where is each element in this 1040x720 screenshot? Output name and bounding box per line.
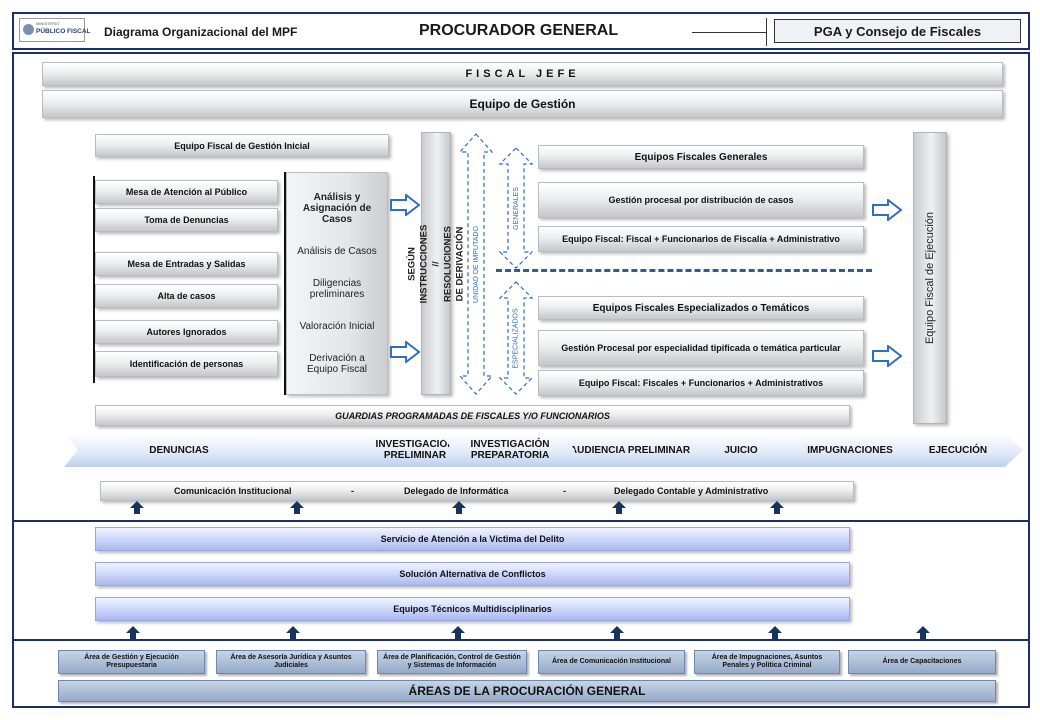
autores-ignorados: Autores Ignorados bbox=[95, 320, 278, 344]
unidad-imputado-label: UNIDAD DE IMPUTADO bbox=[472, 225, 480, 303]
especializados-label: ESPECIALIZADOS bbox=[512, 307, 520, 369]
header-connector-line bbox=[692, 32, 766, 33]
header-frame bbox=[12, 12, 1030, 50]
section-divider-dashed bbox=[496, 269, 872, 272]
arrow-right-icon bbox=[390, 341, 420, 363]
logo-small-text: MINISTERIO bbox=[36, 21, 60, 26]
generales-row2: Equipo Fiscal: Fiscal + Funcionarios de … bbox=[538, 226, 864, 252]
stage-denuncias: DENUNCIAS bbox=[64, 433, 294, 467]
identificacion-personas: Identificación de personas bbox=[95, 351, 278, 377]
area-gestion-presupuestaria: Área de Gestión y Ejecución Presupuestar… bbox=[58, 650, 205, 674]
stage-investigacion-preparatoria: INVESTIGACIÓN PREPARATORIA bbox=[437, 433, 583, 467]
guardias-bar: GUARDIAS PROGRAMADAS DE FISCALES Y/O FUN… bbox=[95, 405, 850, 426]
mesa-atencion: Mesa de Atención al Público bbox=[95, 180, 278, 204]
areas-title-bar: ÁREAS DE LA PROCURACIÓN GENERAL bbox=[58, 680, 996, 702]
up-arrow-icon bbox=[451, 626, 465, 639]
delegado-informatica: Delegado de Informática bbox=[404, 486, 509, 496]
fiscal-jefe-bar: FISCAL JEFE bbox=[42, 62, 1003, 86]
especializados-row2: Equipo Fiscal: Fiscales + Funcionarios +… bbox=[538, 370, 864, 396]
up-arrow-icon bbox=[126, 626, 140, 639]
arrow-right-icon bbox=[872, 345, 902, 367]
area-asesoria-juridica: Área de Asesoría Jurídica y Asuntos Judi… bbox=[216, 650, 366, 674]
ejecucion-vertical-label: Equipo Fiscal de Ejecución bbox=[924, 211, 937, 345]
up-arrow-icon bbox=[916, 626, 930, 639]
areas-frame bbox=[12, 639, 1030, 708]
gestion-inicial-title: Equipo Fiscal de Gestión Inicial bbox=[95, 134, 389, 157]
generales-label: GENERALES bbox=[512, 186, 520, 230]
comunicacion-institucional: Comunicación Institucional bbox=[174, 486, 292, 496]
up-arrow-icon bbox=[770, 501, 784, 514]
mesa-entradas: Mesa de Entradas y Salidas bbox=[95, 252, 278, 276]
arrow-right-icon bbox=[390, 194, 420, 216]
up-arrow-icon bbox=[610, 626, 624, 639]
derivacion-label: SEGÚN INSTRUCCIONES // RESOLUCIONES DE D… bbox=[406, 224, 466, 303]
analisis-left-line bbox=[284, 172, 286, 395]
arrow-right-icon bbox=[872, 199, 902, 221]
unidad-imputado-arrow-icon bbox=[458, 133, 494, 395]
area-comunicacion: Área de Comunicación Institucional bbox=[538, 650, 685, 674]
inicial-left-line bbox=[93, 176, 95, 383]
stage-impugnaciones: IMPUGNACIONES bbox=[782, 433, 918, 467]
toma-denuncias: Toma de Denuncias bbox=[95, 208, 278, 232]
delegado-contable: Delegado Contable y Administrativo bbox=[614, 486, 769, 496]
diligencias-preliminares: Diligencias preliminares bbox=[309, 277, 365, 300]
up-arrow-icon bbox=[290, 501, 304, 514]
comunicacion-bar: Comunicación Institucional - Delegado de… bbox=[100, 481, 854, 501]
stage-audiencia-preliminar: AUDIENCIA PRELIMINAR bbox=[558, 433, 702, 467]
logo-main-text: PÚBLICO FISCAL bbox=[36, 28, 91, 35]
especializados-arrow-icon bbox=[498, 281, 534, 395]
logo-seal-icon bbox=[23, 24, 34, 35]
pga-label: PGA y Consejo de Fiscales bbox=[813, 23, 982, 39]
stage-ejecucion: EJECUCIÓN bbox=[893, 433, 1023, 467]
analisis-stack: Análisis y Asignación de Casos Análisis … bbox=[286, 172, 388, 395]
stage-juicio: JUICIO bbox=[679, 433, 803, 467]
logo: MINISTERIO PÚBLICO FISCAL bbox=[19, 18, 91, 42]
derivacion-vertical: SEGÚN INSTRUCCIONES // RESOLUCIONES DE D… bbox=[406, 132, 465, 395]
separator: - bbox=[563, 486, 566, 496]
especializados-title: Equipos Fiscales Especializados o Temáti… bbox=[538, 296, 864, 320]
valoracion-inicial: Valoración Inicial bbox=[299, 321, 375, 333]
up-arrow-icon bbox=[452, 501, 466, 514]
solucion-alternativa: Solución Alternativa de Conflictos bbox=[95, 562, 850, 586]
area-capacitaciones: Área de Capacitaciones bbox=[848, 650, 996, 674]
analisis-asignacion: Análisis y Asignación de Casos bbox=[302, 191, 372, 225]
header-title: PROCURADOR GENERAL bbox=[419, 22, 619, 39]
area-impugnaciones: Área de Impugnaciones, Asuntos Penales y… bbox=[694, 650, 840, 674]
header-subtitle: Diagrama Organizacional del MPF bbox=[104, 25, 298, 39]
stage-investigacion-preliminar: INVESTIGACIÓN PRELIMINAR bbox=[270, 433, 460, 467]
ejecucion-vertical: Equipo Fiscal de Ejecución bbox=[913, 132, 947, 424]
generales-arrow-icon bbox=[498, 147, 534, 269]
equipos-tecnicos: Equipos Técnicos Multidisciplinarios bbox=[95, 597, 850, 621]
equipo-gestion-bar: Equipo de Gestión bbox=[42, 90, 1003, 118]
servicio-victima: Servicio de Atención a la Víctima del De… bbox=[95, 527, 850, 551]
separator: - bbox=[351, 486, 354, 496]
up-arrow-icon bbox=[286, 626, 300, 639]
especializados-row1: Gestión Procesal por especialidad tipifi… bbox=[538, 330, 864, 366]
up-arrow-icon bbox=[612, 501, 626, 514]
analisis-casos: Análisis de Casos bbox=[297, 245, 377, 257]
up-arrow-icon bbox=[768, 626, 782, 639]
pga-box: PGA y Consejo de Fiscales bbox=[774, 19, 1021, 43]
area-planificacion: Área de Planificación, Control de Gestió… bbox=[377, 650, 527, 674]
up-arrow-icon bbox=[130, 501, 144, 514]
generales-title: Equipos Fiscales Generales bbox=[538, 145, 864, 169]
alta-casos: Alta de casos bbox=[95, 284, 278, 308]
derivacion-equipo: Derivación a Equipo Fiscal bbox=[306, 353, 368, 376]
generales-row1: Gestión procesal por distribución de cas… bbox=[538, 182, 864, 218]
header-divider bbox=[766, 18, 767, 46]
